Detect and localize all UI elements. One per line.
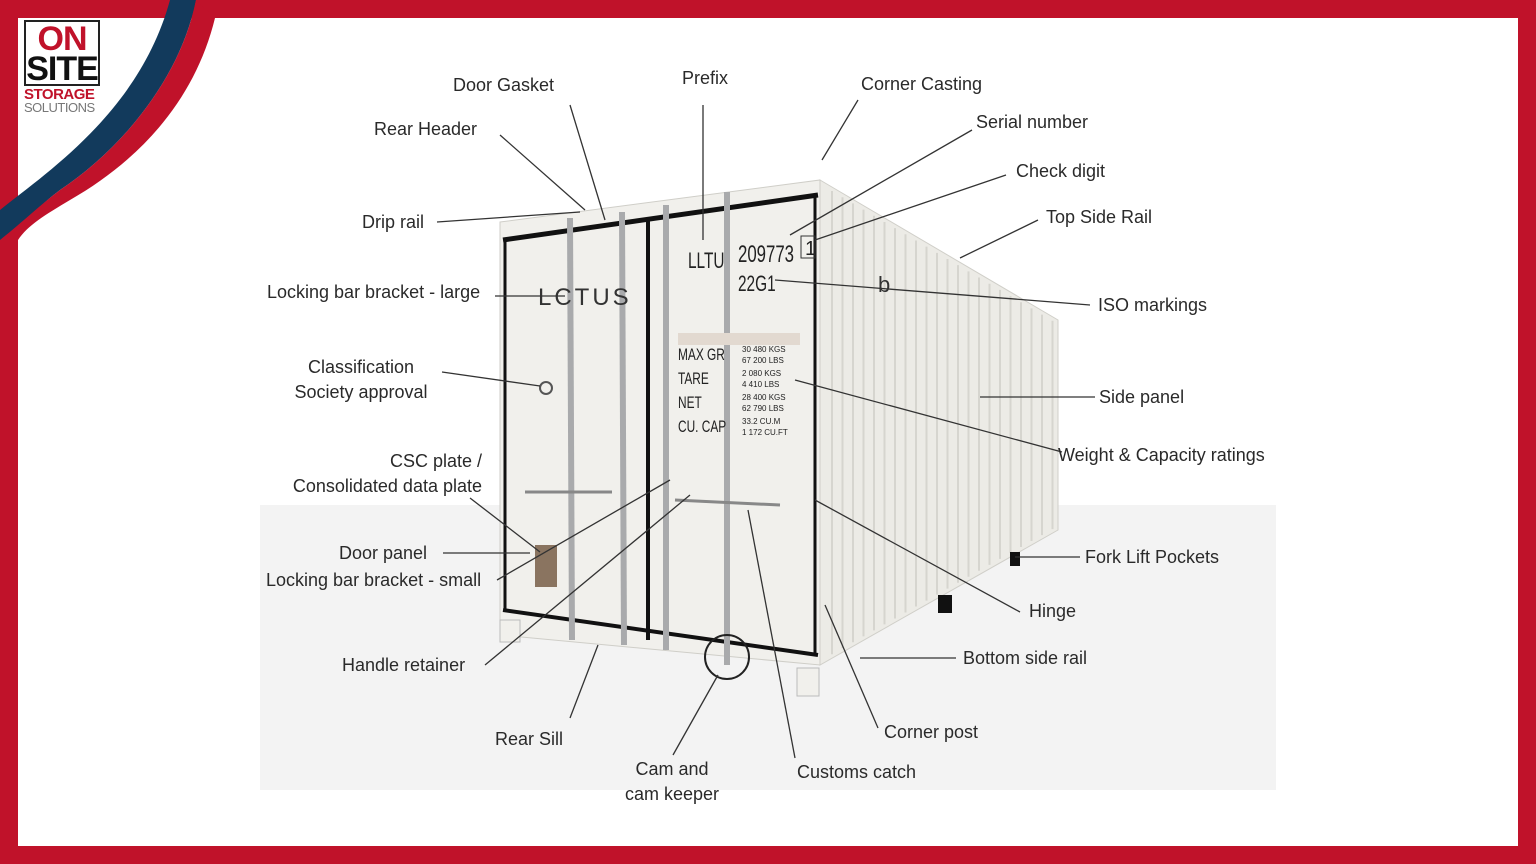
rating-label: TARE	[678, 370, 709, 389]
check-digit-marking: 1	[805, 238, 816, 260]
red-swoosh	[0, 0, 215, 240]
rating-value: 28 400 KGS	[742, 393, 786, 402]
label-prefix: Prefix	[682, 68, 729, 88]
label-cam-line2: cam keeper	[624, 784, 720, 804]
label-handle-retainer: Handle retainer	[342, 655, 466, 675]
rating-label: CU. CAP	[678, 418, 726, 437]
navy-swoosh	[0, 0, 196, 240]
label-check-digit: Check digit	[1016, 161, 1106, 181]
label-cam-keeper: Cam and cam keeper	[612, 758, 732, 805]
label-classification-line1: Classification	[307, 357, 415, 377]
label-csc-line2: Consolidated data plate	[292, 476, 482, 496]
label-side-panel: Side panel	[1099, 387, 1185, 407]
label-corner-casting: Corner Casting	[861, 74, 983, 94]
label-corner-post: Corner post	[884, 722, 979, 742]
rating-value: 67 200 LBS	[742, 356, 784, 365]
rating-value: 30 480 KGS	[742, 345, 786, 354]
label-bottom-side-rail: Bottom side rail	[963, 648, 1088, 668]
label-hinge: Hinge	[1029, 601, 1077, 621]
label-classification-line2: Society approval	[294, 382, 428, 402]
brand-marking: LCTUS	[538, 284, 632, 311]
label-rear-sill: Rear Sill	[495, 729, 564, 749]
rating-label: MAX GR	[678, 346, 725, 365]
brand-marking-side: b	[878, 272, 890, 297]
label-serial-number: Serial number	[976, 112, 1089, 132]
rating-value: 62 790 LBS	[742, 404, 784, 413]
cam-highlight	[704, 634, 750, 680]
label-fork-lift-pockets: Fork Lift Pockets	[1085, 547, 1220, 567]
label-classification: Classification Society approval	[290, 356, 432, 403]
leader-lines	[436, 99, 1095, 759]
prefix-marking: LLTU	[688, 249, 724, 273]
logo-on: ON	[37, 20, 88, 58]
label-weight-capacity: Weight & Capacity ratings	[1058, 445, 1265, 465]
label-top-side-rail: Top Side Rail	[1046, 207, 1153, 227]
logo-solutions: SOLUTIONS	[24, 100, 95, 115]
rating-value: 2 080 KGS	[742, 369, 781, 378]
classification-mark	[539, 381, 553, 395]
iso-marking: 22G1	[738, 272, 776, 296]
label-customs-catch: Customs catch	[797, 762, 917, 782]
rating-value: 33.2 CU.M	[742, 417, 781, 426]
onsite-logo: ON SITE STORAGE SOLUTIONS	[24, 20, 100, 114]
rating-value: 4 410 LBS	[742, 380, 779, 389]
label-rear-header: Rear Header	[374, 119, 478, 139]
logo-site: SITE	[26, 50, 99, 88]
label-cam-line1: Cam and	[635, 759, 709, 779]
rating-label: NET	[678, 394, 702, 413]
label-locking-bar-bracket-large: Locking bar bracket - large	[267, 282, 481, 302]
label-iso-markings: ISO markings	[1098, 295, 1208, 315]
label-door-gasket: Door Gasket	[453, 75, 555, 95]
door-face	[499, 179, 821, 666]
label-csc-line1: CSC plate /	[389, 451, 482, 471]
logo-storage: STORAGE	[24, 86, 95, 103]
label-drip-rail: Drip rail	[362, 212, 425, 232]
label-locking-bar-bracket-small: Locking bar bracket - small	[266, 570, 482, 590]
rating-value: 1 172 CU.FT	[742, 428, 788, 437]
label-csc-plate: CSC plate / Consolidated data plate	[280, 450, 482, 497]
label-door-panel: Door panel	[339, 543, 428, 563]
serial-marking: 209773	[738, 241, 794, 268]
